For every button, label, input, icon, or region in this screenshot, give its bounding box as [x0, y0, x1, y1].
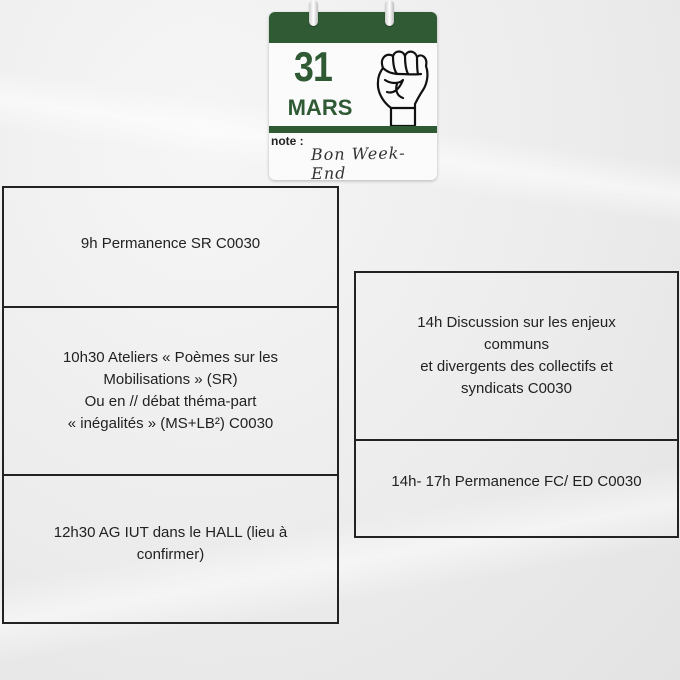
schedule-item-12h30: 12h30 AG IUT dans le HALL (lieu à confir… — [2, 474, 339, 624]
schedule-item-10h30: 10h30 Ateliers « Poèmes sur les Mobilisa… — [2, 306, 339, 476]
schedule-text: 9h Permanence SR C0030 — [80, 235, 261, 252]
raised-fist-icon — [376, 50, 429, 128]
schedule-text: 12h30 AG IUT dans le HALL (lieu à confir… — [53, 524, 288, 563]
note-text: Bon Week-End — [310, 143, 406, 184]
calendar-ring — [309, 0, 318, 26]
note-label: note : — [271, 134, 304, 148]
calendar-divider — [269, 126, 437, 133]
calendar-month: MARS — [287, 95, 353, 120]
schedule-item-14h-17h: 14h- 17h Permanence FC/ ED C0030 — [354, 439, 679, 538]
calendar-ring — [385, 0, 394, 26]
calendar-page: 31 MARS note : Bon Week-End — [269, 0, 437, 184]
calendar-header — [269, 12, 437, 43]
schedule-text: 14h Discussion sur les enjeux communs et… — [417, 314, 616, 397]
calendar-day: 31 — [293, 43, 333, 90]
schedule-item-14h: 14h Discussion sur les enjeux communs et… — [354, 271, 679, 441]
schedule-item-9h: 9h Permanence SR C0030 — [2, 186, 339, 308]
schedule-text: 14h- 17h Permanence FC/ ED C0030 — [391, 472, 642, 490]
schedule-text: 10h30 Ateliers « Poèmes sur les Mobilisa… — [62, 349, 279, 432]
